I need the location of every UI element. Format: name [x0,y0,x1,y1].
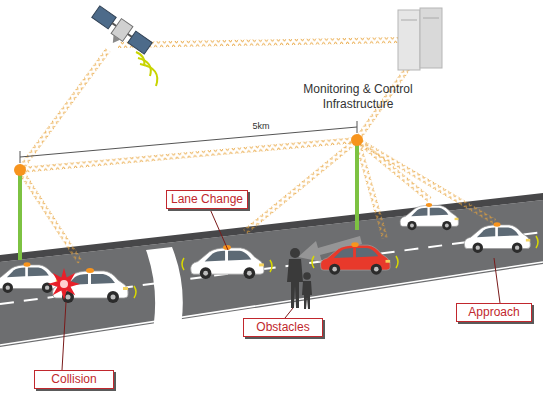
callout-text: Lane Change [170,192,244,207]
server-slot [401,20,417,21]
lane-marking [0,232,543,304]
callout-box: Lane Change [166,190,248,209]
pedestrian-adult [287,259,303,308]
road-break [146,247,183,345]
leader-line [494,258,500,303]
dimension-tick [357,121,358,133]
car [320,242,390,274]
callout-text: Collision [38,372,110,387]
pole [355,142,359,230]
sensor-arc [312,256,314,268]
car [464,222,530,253]
callout-box: Collision [34,370,114,389]
leader-line [62,302,66,370]
pedestrian-head [290,248,300,258]
pedestrian-head [303,272,311,280]
sensor-arc [396,256,398,268]
sensor-arc [134,286,136,298]
collision-burst [48,268,80,300]
satellite-antenna [110,35,121,45]
solar-panel [128,31,152,54]
dimension-tick [20,151,21,163]
server-rack [398,10,420,70]
dimension-label: 5km [246,121,276,132]
sensor-arc [182,258,184,270]
dimension-line [20,127,357,157]
pole-beacon [351,134,363,146]
solar-panel [92,6,116,29]
wireless-link [243,138,359,235]
callout-text: Approach [460,305,528,320]
signal-arc [140,64,157,86]
satellite-arm [112,23,116,26]
satellite-arm [128,34,132,37]
car [191,245,264,279]
collision-core [60,280,68,288]
car [0,262,60,293]
callout-text: Obstacles [247,320,319,335]
road-edge-line [0,262,543,345]
wireless-link [17,168,82,263]
server-slot [423,18,439,19]
callout-box: Approach [456,303,532,322]
satellite [87,4,154,61]
leader-line [285,308,293,318]
car [400,203,459,230]
server-rack [420,8,442,68]
infrastructure-label: Monitoring & Control Infrastructure [292,82,424,112]
callout-box: Obstacles [243,318,323,337]
pole-beacon [14,164,26,176]
leader-line [210,209,228,250]
pole [18,172,22,260]
wireless-link [118,37,400,48]
sensor-arc [270,260,272,272]
sensor-arc [536,236,538,248]
pedestrian-child [302,281,312,309]
road [0,200,543,347]
